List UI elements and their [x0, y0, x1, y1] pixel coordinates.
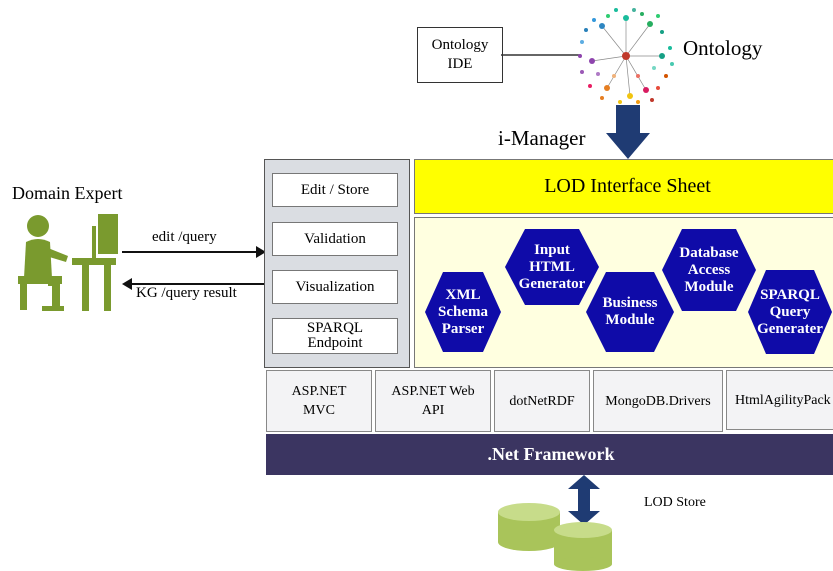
lod-store-database-icon — [498, 503, 612, 571]
net-framework-bar: .Net Framework — [266, 434, 833, 475]
mongodb-drivers-box: MongoDB.Drivers — [593, 370, 723, 432]
input-html-generator-label: Input HTML Generator — [518, 241, 586, 292]
xml-schema-parser-hex — [425, 272, 501, 352]
lod-store-label: LOD Store — [644, 495, 706, 510]
domain-expert-label: Domain Expert — [12, 183, 123, 203]
xml-schema-parser-label: XML Schema Parser — [438, 286, 488, 337]
database-access-module-hex — [662, 229, 756, 311]
edit-store-box: Edit / Store — [272, 173, 398, 207]
business-module-label: Business Module — [602, 295, 658, 328]
store-double-arrow — [568, 475, 600, 525]
input-html-generator-hex — [505, 229, 599, 305]
sparql-query-generater-label: SPARQL Query Generater — [757, 286, 823, 337]
aspnet-mvc-box: ASP.NET MVC — [266, 370, 372, 432]
business-module-hex — [586, 272, 674, 352]
ontology-label: Ontology — [683, 36, 763, 60]
kg-result-label: KG /query result — [136, 285, 237, 301]
ontology-ide-box: Ontology IDE — [417, 27, 503, 83]
aspnet-webapi-box: ASP.NET Web API — [375, 370, 491, 432]
htmlagilitypack-box: HtmlAgilityPack — [726, 370, 833, 430]
database-access-module-label: Database Access Module — [679, 244, 739, 295]
interaction-arrows — [122, 246, 266, 290]
domain-expert-icon — [18, 214, 118, 311]
ide-connector-line — [501, 54, 581, 56]
visualization-box: Visualization — [272, 270, 398, 304]
ontology-graph-icon — [578, 8, 674, 104]
lod-interface-sheet: LOD Interface Sheet — [414, 159, 833, 214]
dotnetrdf-box: dotNetRDF — [494, 370, 590, 432]
edit-query-label: edit /query — [152, 229, 217, 245]
validation-box: Validation — [272, 222, 398, 256]
imanager-down-arrow — [606, 105, 650, 159]
imanager-label: i-Manager — [498, 126, 586, 150]
sparql-endpoint-box: SPARQL Endpoint — [272, 318, 398, 354]
sparql-query-generater-hex — [748, 270, 832, 354]
